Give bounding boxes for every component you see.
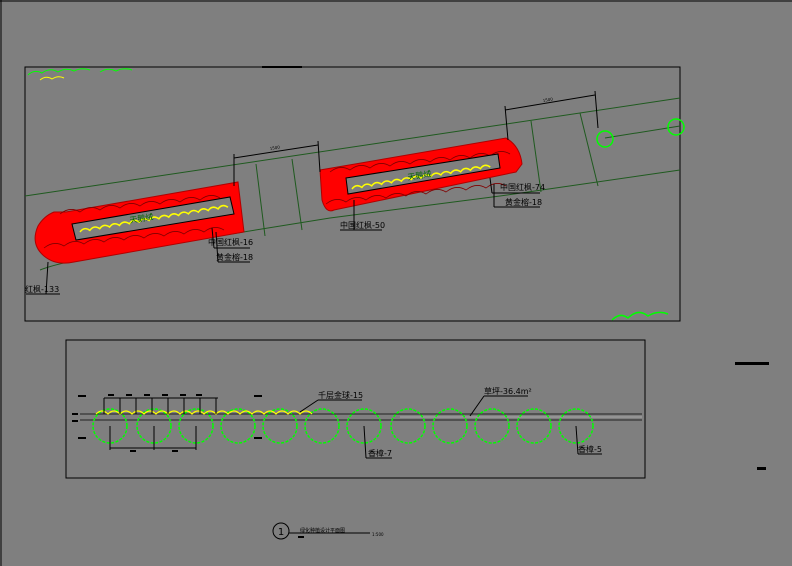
shrub-cluster-top-left [27,68,133,81]
bed-a-callout-1: 中国红枫-16 [208,237,253,247]
shrub-bottom-right [611,311,669,321]
dim-ticks-top [103,397,218,414]
bed-a-inner-lawn [71,196,235,241]
bed-b-red-texture [325,151,511,205]
bed-b-yellow-row [351,164,491,190]
callout-top-2: 草坪-36.4m² [484,386,532,396]
tree-circle-right-1 [596,130,614,148]
title-scale: 1:500 [372,532,384,537]
bed-b-callout-2: 黄金榕-18 [505,197,542,207]
shrub-chain-yellow [95,410,313,415]
bed-a-yellow-row [79,204,229,233]
callout-top-1: 千层金球-15 [318,390,363,400]
plan-top-frame [24,66,681,322]
sheet-mark-right-2 [757,467,766,470]
sheet-mark-right-1 [735,362,769,365]
title-number: 1 [278,527,284,538]
bed-a-red-texture [43,195,225,249]
plan-top-viewport: 天鹅绒 天鹅绒 1500 1500 [24,66,685,322]
bed-b-callout-1: 中国红枫-74 [500,182,545,192]
road-partition-3 [530,120,542,193]
title-mark [298,536,304,538]
tree-circle-right-2 [667,118,685,136]
tree-row [92,408,594,444]
callout-bottom-2: 香樟-5 [578,444,602,454]
dim-ticks-bottom [109,426,197,450]
dimension-a-text: 1500 [269,144,280,151]
road-partition-4 [579,112,599,187]
road-partition-1 [255,163,266,237]
bed-b-inner-lawn [345,153,501,195]
planting-bed-b: 天鹅绒 [319,137,523,212]
road-partition-2 [291,158,303,231]
dim-marks-bottom [130,450,178,452]
planting-bed-a: 天鹅绒 [34,181,245,264]
plan-bottom-frame [65,339,646,479]
title-block: 1 绿化种植设计平面图 1:500 [272,522,384,540]
bed-b-callout-3: 中国红枫-50 [340,220,385,230]
dim-marks-top [72,394,262,439]
bed-a-center-label: 天鹅绒 [129,211,154,225]
left-label: 红枫-133 [25,284,59,294]
bed-b-leaders [340,177,540,231]
bed-a-leaders [26,227,250,295]
bed-b-center-label: 天鹅绒 [407,168,432,182]
title-number-circle [272,522,290,540]
dimension-b-text: 1500 [542,96,553,103]
bottom-leaders [299,395,602,459]
dimension-b [504,90,599,141]
plan-bottom-viewport: 千层金球-15 草坪-36.4m² 香樟-7 香樟-5 [65,339,646,479]
callout-bottom-1: 香樟-7 [368,448,392,458]
dimension-a [233,140,321,186]
bed-a-callout-2: 黄金榕-18 [216,252,253,262]
title-text: 绿化种植设计平面图 [300,527,345,534]
road-edge-upper [24,97,681,197]
